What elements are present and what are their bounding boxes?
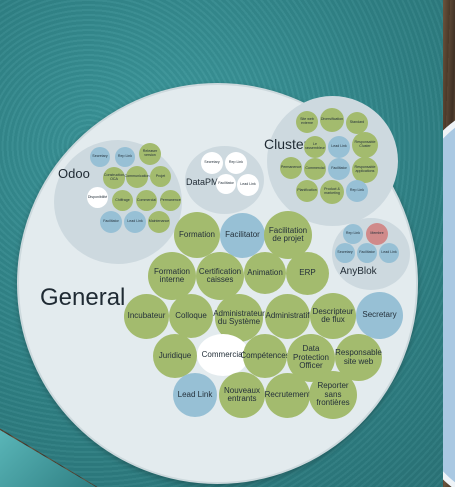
role-secretary[interactable]: Secretary [356, 292, 403, 339]
role-competences[interactable]: Compétences [240, 334, 290, 378]
odoo-role-communication[interactable]: Communication [125, 166, 149, 188]
cluster-role-commercial[interactable]: Commercial [304, 158, 326, 180]
role-descripteur-de-flux[interactable]: Descripteur de flux [310, 293, 356, 339]
anyblok-role-facilitator[interactable]: Facilitator [357, 243, 377, 263]
anyblok-role-rep-link[interactable]: Rep Link [343, 224, 363, 244]
odoo-role-projet[interactable]: Projet [150, 166, 171, 187]
role-facilitation-de-projet[interactable]: Facilitation de projet [264, 211, 312, 259]
cluster-role-site-web-externe[interactable]: Site web externe [296, 111, 318, 133]
role-formation-interne[interactable]: Formation interne [148, 252, 196, 300]
anyblok-role-membre[interactable]: Membre [366, 223, 388, 245]
role-juridique[interactable]: Juridique [153, 334, 197, 378]
cluster-circle-label: Cluster [264, 136, 309, 152]
cluster-role-responsable-cluster[interactable]: Responsable Cluster [352, 132, 378, 158]
cluster-role-product-marketing[interactable]: Product & marketing [320, 180, 344, 204]
anyblok-circle-label: AnyBlok [340, 266, 377, 277]
cluster-role-responsable-applications[interactable]: Responsable applications [352, 157, 378, 183]
odoo-role-releaser[interactable]: Releaser version [139, 143, 161, 165]
role-nouveaux-entrants[interactable]: Nouveaux entrants [219, 372, 265, 418]
odoo-role-commercial[interactable]: Commercial [136, 190, 157, 211]
cluster-role-diversification[interactable]: Diversification [320, 108, 344, 132]
role-colloque[interactable]: Colloque [169, 294, 213, 338]
role-recrutement[interactable]: Recrutement [265, 373, 310, 418]
odoo-role-lead-link[interactable]: Lead Link [124, 211, 146, 233]
anyblok-role-secretary[interactable]: Secretary [335, 243, 355, 263]
datapme-role-rep-link[interactable]: Rep Link [225, 152, 247, 174]
role-formation[interactable]: Formation [174, 212, 220, 258]
cluster-role-lead-link[interactable]: Lead Link [328, 136, 350, 158]
odoo-role-rep-link[interactable]: Rep Link [115, 147, 135, 167]
role-lead-link[interactable]: Lead Link [173, 373, 217, 417]
odoo-role-facilitator[interactable]: Facilitator [100, 211, 122, 233]
role-administratif[interactable]: Administratif [265, 294, 310, 339]
odoo-role-maintenance[interactable]: Maintenance [148, 211, 170, 233]
datapme-role-lead-link[interactable]: Lead Link [237, 174, 259, 196]
cluster-role-rep-link[interactable]: Rep Link [346, 180, 368, 202]
role-erp[interactable]: ERP [286, 252, 329, 295]
odoo-role-permanence[interactable]: Permanence [160, 190, 181, 211]
anyblok-role-lead-link[interactable]: Lead Link [379, 243, 399, 263]
cluster-role-permanence[interactable]: Permanence [280, 157, 302, 179]
datapme-circle-label: DataPME [186, 177, 225, 187]
datapme-role-secretary[interactable]: Secretary [201, 152, 223, 174]
datapme-role-facilitator[interactable]: Facilitator [216, 174, 236, 194]
role-facilitator[interactable]: Facilitator [220, 213, 265, 258]
role-reporter-sans-frontieres[interactable]: Reporter sans frontières [309, 371, 357, 419]
role-animation[interactable]: Animation [244, 252, 286, 294]
odoo-role-construction-oca[interactable]: Construction OCA [103, 167, 125, 189]
cluster-role-facilitator[interactable]: Facilitator [328, 158, 350, 180]
odoo-role-disponibilite[interactable]: Disponibilité [87, 187, 108, 208]
cluster-role-le-rassembleur[interactable]: Le rassembleur [304, 136, 326, 158]
odoo-role-chiffrage[interactable]: Chiffrage [112, 190, 133, 211]
role-commercial[interactable]: Commercial [197, 334, 249, 376]
odoo-role-secretary[interactable]: Secretary [90, 147, 110, 167]
cluster-role-planification[interactable]: Planification [296, 180, 318, 202]
cluster-role-standard[interactable]: Standard [346, 112, 368, 134]
role-certification-caisses[interactable]: Certification caisses [196, 252, 244, 300]
odoo-circle-label: Odoo [58, 166, 90, 181]
role-incubateur[interactable]: Incubateur [124, 294, 169, 339]
general-circle-label: General [40, 284, 126, 311]
